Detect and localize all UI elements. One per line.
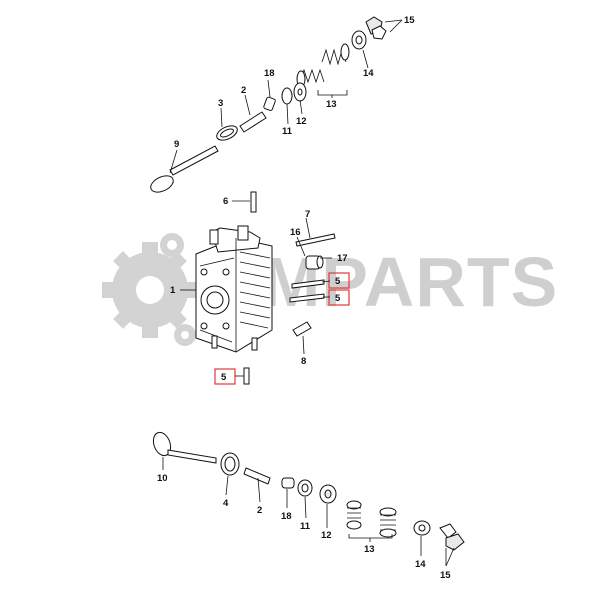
part-valve-seal-bottom[interactable] — [297, 479, 313, 497]
callout-16: 16 — [290, 227, 301, 238]
callout-7: 7 — [305, 209, 310, 220]
top-valve-assembly: 15 14 13 18 2 3 12 11 9 — [148, 15, 415, 195]
part-stud-7[interactable] — [295, 233, 336, 247]
part-valve-top[interactable] — [148, 145, 219, 195]
part-dowel-8[interactable] — [292, 321, 312, 337]
callout-17: 17 — [337, 253, 348, 264]
callout-5-b: 5 — [335, 293, 341, 304]
highlight-box-5c — [214, 368, 236, 385]
part-valve-keeper-top[interactable] — [365, 16, 387, 40]
callout-18-top: 18 — [264, 68, 275, 79]
top-leader-lines — [169, 19, 403, 174]
callout-11-top: 11 — [282, 126, 293, 137]
part-stud-5-b[interactable] — [289, 293, 325, 303]
callout-13-top: 13 — [326, 99, 337, 110]
part-stud-5-c[interactable] — [243, 367, 250, 385]
callout-4-bottom: 4 — [223, 498, 229, 509]
part-valve-keeper-bottom[interactable] — [439, 523, 465, 551]
highlight-box-5a — [328, 272, 350, 289]
callout-8: 8 — [301, 356, 306, 367]
callout-6: 6 — [223, 196, 228, 207]
callout-5-c: 5 — [221, 372, 227, 383]
part-valve-springs-bottom[interactable] — [346, 500, 397, 538]
callout-13-bottom: 13 — [364, 544, 375, 555]
watermark: MPARTS — [102, 233, 557, 346]
part-cylinder-head[interactable] — [195, 225, 273, 353]
part-valve-guide-top[interactable] — [239, 111, 267, 133]
part-guide-ring-bottom[interactable] — [220, 452, 240, 476]
callout-2-bottom: 2 — [257, 505, 262, 516]
callout-14-top: 14 — [363, 68, 374, 79]
bottom-valve-assembly: 10 4 2 18 11 12 13 14 15 — [150, 430, 465, 581]
part-spring-retainer-bottom[interactable] — [413, 520, 431, 536]
middle-leader-lines — [180, 200, 332, 377]
callout-12-bottom: 12 — [321, 530, 332, 541]
callout-11-bottom: 11 — [300, 521, 311, 532]
callout-9-top: 9 — [174, 139, 179, 150]
callout-12-top: 12 — [296, 116, 307, 127]
callout-10: 10 — [157, 473, 168, 484]
cylinder-head-assembly: 6 7 16 17 1 5 5 8 5 — [170, 191, 350, 385]
part-spring-retainer-top[interactable] — [351, 30, 367, 50]
part-small-cap-top[interactable] — [263, 96, 276, 111]
part-guide-ring-top[interactable] — [214, 123, 239, 143]
part-valve-springs-top[interactable] — [296, 43, 350, 88]
callout-1: 1 — [170, 285, 176, 296]
callout-15-bottom: 15 — [440, 570, 451, 581]
highlight-box-5b — [328, 289, 350, 306]
bottom-leader-lines — [162, 457, 455, 567]
callout-2-top: 2 — [241, 85, 246, 96]
part-stud-6[interactable] — [250, 191, 257, 213]
part-valve-guide-bottom[interactable] — [243, 467, 271, 485]
part-valve-seal-top[interactable] — [281, 87, 293, 105]
part-valve-bottom[interactable] — [150, 430, 217, 464]
part-spring-washer-top[interactable] — [293, 82, 307, 102]
callout-3-top: 3 — [218, 98, 223, 109]
part-stud-5-a[interactable] — [291, 279, 325, 289]
watermark-gear-icon — [102, 233, 198, 346]
callout-14-bottom: 14 — [415, 559, 426, 570]
callout-18-bottom: 18 — [281, 511, 292, 522]
callout-15-top: 15 — [404, 15, 415, 26]
part-spring-washer-bottom[interactable] — [319, 484, 337, 504]
callout-5-a: 5 — [335, 276, 341, 287]
part-small-cap-bottom[interactable] — [281, 477, 295, 489]
part-bushing-17[interactable] — [305, 255, 324, 270]
